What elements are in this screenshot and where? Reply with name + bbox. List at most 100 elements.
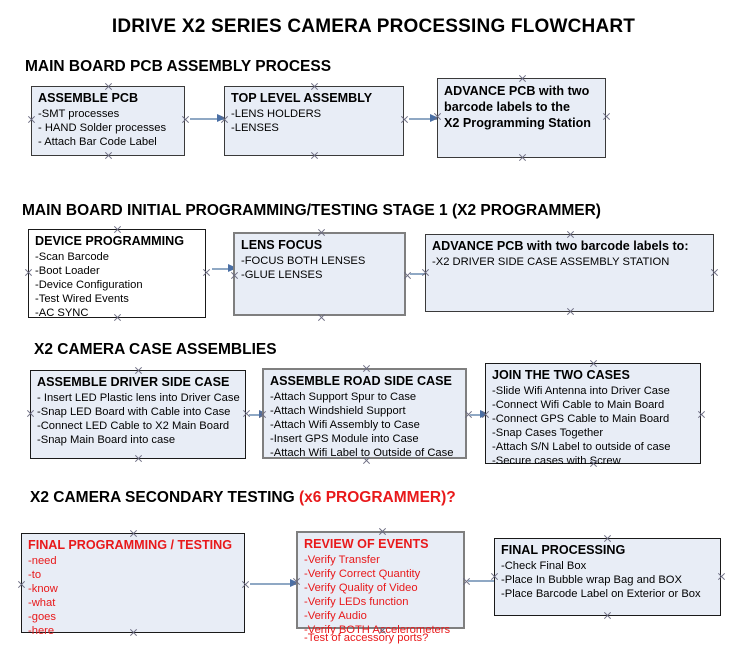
box-final-programming-testing[interactable]: FINAL PROGRAMMING / TESTING -need -to -k… [21, 533, 245, 637]
box-line: -goes [28, 610, 56, 623]
box-line: -Check Final Box [501, 559, 587, 572]
handle-x-icon [710, 268, 719, 277]
box-line: -Snap Cases Together [492, 426, 604, 439]
box-device-programming[interactable]: DEVICE PROGRAMMING -Scan Barcode -Boot L… [28, 229, 206, 319]
box-line: -Connect Wifi Cable to Main Board [492, 398, 665, 411]
handle-x-icon [113, 225, 122, 234]
arrow-final-programming-to-review-events [250, 579, 299, 588]
arrow-head-icon [480, 410, 489, 418]
box-line: -Verify Audio [304, 609, 367, 622]
arrow-road-case-to-join-cases [470, 410, 489, 419]
box-title: JOIN THE TWO CASES [492, 368, 630, 382]
box-line: -GLUE LENSES [241, 268, 323, 281]
section-heading-text: MAIN BOARD PCB ASSEMBLY PROCESS [25, 58, 332, 75]
arrow-device-programming-to-lens-focus [212, 264, 237, 273]
handle-x-icon [603, 611, 612, 620]
handle-x-icon [104, 151, 113, 160]
handle-x-icon [104, 82, 113, 91]
box-review-of-events[interactable]: REVIEW OF EVENTS -Verify Transfer -Verif… [296, 531, 465, 644]
handle-x-icon [26, 409, 35, 418]
arrow-shaft [190, 118, 225, 120]
arrow-shaft [249, 414, 267, 416]
box-line: -Attach Support Spur to Case [270, 390, 417, 403]
arrow-shaft [250, 583, 298, 585]
handle-x-icon [602, 112, 611, 121]
handle-x-icon [697, 410, 706, 419]
handle-x-icon [717, 572, 726, 581]
arrow-shaft [410, 273, 438, 275]
handle-x-icon [181, 115, 190, 124]
box-line: -Snap LED Board with Cable into Case [37, 405, 231, 418]
box-line: -Verify LEDs function [304, 595, 409, 608]
arrow-shaft [409, 118, 438, 120]
box-title: ADVANCE PCB with two barcode labels to: [432, 239, 689, 253]
section-heading-text: X2 CAMERA SECONDARY TESTING [30, 489, 299, 506]
box-line: -Test Wired Events [35, 292, 129, 305]
handle-x-icon [202, 268, 211, 277]
arrow-head-icon [290, 579, 299, 587]
box-title: FINAL PROGRAMMING / TESTING [28, 538, 233, 552]
box-title: TOP LEVEL ASSEMBLY [231, 91, 373, 105]
handle-x-icon [518, 74, 527, 83]
section-heading-main-board-pcb-assembly: MAIN BOARD PCB ASSEMBLY PROCESS [25, 58, 331, 76]
box-line: -Scan Barcode [35, 250, 110, 263]
arrow-head-icon [217, 114, 226, 122]
handle-x-icon [362, 364, 371, 373]
handle-x-icon [27, 115, 36, 124]
box-line: -Verify Transfer [304, 553, 380, 566]
box-line: -Verify Quality of Video [304, 581, 418, 594]
box-line: -LENSES [231, 121, 279, 134]
box-line: -Slide Wifi Antenna into Driver Case [492, 384, 670, 397]
handle-x-icon [518, 153, 527, 162]
section-heading-text: MAIN BOARD INITIAL PROGRAMMING/TESTING S… [22, 202, 601, 219]
box-title: ADVANCE PCB with two [444, 84, 590, 98]
box-advance-pcb-programming-station[interactable]: ADVANCE PCB with two barcode labels to t… [437, 78, 606, 158]
box-join-the-two-cases[interactable]: JOIN THE TWO CASES -Slide Wifi Antenna i… [485, 363, 701, 467]
arrow-assemble-pcb-to-top-level [190, 114, 226, 123]
section-heading-accent-text: (x6 PROGRAMMER)? [299, 489, 456, 506]
box-line: -AC SYNC [35, 306, 89, 319]
box-line: - HAND Solder processes [38, 121, 167, 134]
box-line: -Attach S/N Label to outside of case [492, 440, 671, 453]
box-assemble-pcb[interactable]: ASSEMBLE PCB -SMT processes - HAND Solde… [31, 86, 185, 156]
handle-x-icon [317, 228, 326, 237]
handle-x-icon [134, 454, 143, 463]
box-title: ASSEMBLE PCB [38, 91, 139, 105]
box-assemble-driver-side-case[interactable]: ASSEMBLE DRIVER SIDE CASE - Insert LED P… [30, 370, 246, 459]
handle-x-icon [17, 580, 26, 589]
arrow-head-icon [430, 114, 439, 122]
box-line: -Secure cases with Screw [492, 454, 621, 467]
page-title: IDRIVE X2 SERIES CAMERA PROCESSING FLOWC… [111, 16, 636, 37]
box-advance-pcb-driver-side-station[interactable]: ADVANCE PCB with two barcode labels to: … [425, 234, 714, 312]
box-title: ASSEMBLE ROAD SIDE CASE [270, 374, 452, 388]
handle-x-icon [129, 529, 138, 538]
box-line: -Attach Wifi Label to Outside of Case [270, 446, 454, 459]
handle-x-icon [378, 527, 387, 536]
box-line: -Insert GPS Module into Case [270, 432, 419, 445]
box-assemble-road-side-case[interactable]: ASSEMBLE ROAD SIDE CASE -Attach Support … [262, 368, 467, 459]
box-final-processing[interactable]: FINAL PROCESSING -Check Final Box -Place… [494, 538, 721, 616]
box-overflow-line: -Test of accessory ports? [304, 632, 429, 644]
box-title: REVIEW OF EVENTS [304, 537, 429, 551]
section-heading-x2-camera-case-assemblies: X2 CAMERA CASE ASSEMBLIES [34, 341, 277, 359]
box-title: DEVICE PROGRAMMING [35, 234, 185, 248]
arrow-head-icon [228, 264, 237, 272]
handle-x-icon [589, 359, 598, 368]
box-title: LENS FOCUS [241, 238, 323, 252]
box-line: -Verify BOTH Accelerometers [304, 623, 451, 636]
box-line: -Attach Windshield Support [270, 404, 406, 417]
handle-x-icon [603, 534, 612, 543]
section-heading-x2-camera-secondary-testing: X2 CAMERA SECONDARY TESTING (x6 PROGRAMM… [30, 489, 456, 507]
box-line: -here [28, 624, 55, 637]
box-line: -Verify Correct Quantity [304, 567, 421, 580]
handle-x-icon [400, 115, 409, 124]
box-line: - Attach Bar Code Label [38, 135, 157, 148]
box-top-level-assembly[interactable]: TOP LEVEL ASSEMBLY -LENS HOLDERS -LENSES [224, 86, 404, 156]
arrow-shaft [470, 414, 488, 416]
box-line: -what [28, 596, 56, 609]
box-lens-focus[interactable]: LENS FOCUS -FOCUS BOTH LENSES -GLUE LENS… [233, 232, 406, 316]
box-line: -know [28, 582, 58, 595]
box-line: -Boot Loader [35, 264, 100, 277]
arrow-top-level-to-advance-pcb [409, 114, 439, 123]
box-line: -Place In Bubble wrap Bag and BOX [501, 573, 682, 586]
